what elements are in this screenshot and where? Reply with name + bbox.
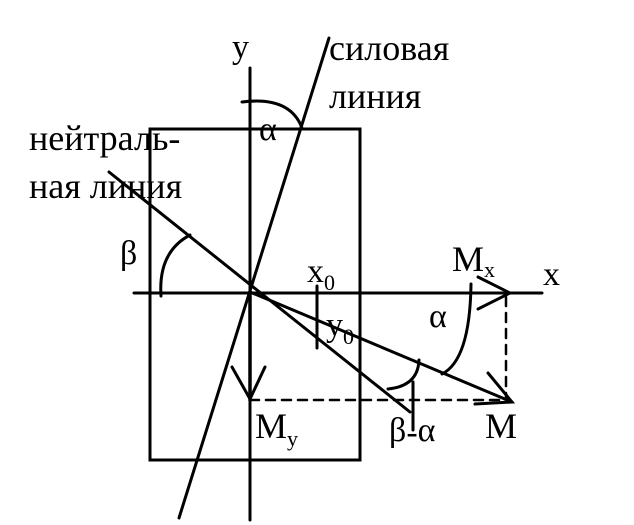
moment-vector-m xyxy=(248,290,514,404)
neutral-line-label-2: ная линия xyxy=(29,166,182,206)
mx-label-main: M xyxy=(452,239,484,279)
force-line xyxy=(177,36,331,520)
my-label-main: M xyxy=(255,406,287,446)
x-axis-label: x xyxy=(543,256,560,293)
force-line-label-1: силовая xyxy=(329,28,449,68)
alpha-top-label: α xyxy=(259,111,277,148)
y-axis-label: y xyxy=(232,29,249,66)
my-label-sub: y xyxy=(287,426,298,451)
beta-minus-alpha-arc xyxy=(386,358,421,391)
mx-label-sub: x xyxy=(484,257,495,282)
alpha-top-arc xyxy=(240,99,304,130)
alpha-right-arc xyxy=(440,282,473,376)
beta-minus-alpha-label: β-α xyxy=(389,412,436,451)
x0-label-sub: 0 xyxy=(324,270,335,295)
m-total-label: M xyxy=(485,406,517,446)
neutral-line-label-1: нейтраль- xyxy=(29,118,180,158)
y0-label-sub: 0 xyxy=(343,324,354,349)
beta-left-arc xyxy=(159,233,192,298)
beta-minus-alpha-dash: - xyxy=(406,414,417,451)
beta-minus-alpha-beta: β xyxy=(389,412,406,449)
x0-label: x0 xyxy=(307,253,335,295)
mx-label: Mx xyxy=(452,239,495,282)
alpha-right-label: α xyxy=(429,298,447,335)
beta-minus-alpha-alpha: α xyxy=(418,412,436,449)
moment-mx-arrowhead xyxy=(476,275,514,311)
x0-label-main: x xyxy=(307,253,324,290)
neutral-line xyxy=(107,170,412,414)
beta-left-label: β xyxy=(120,235,137,272)
y0-label-main: y xyxy=(326,307,343,344)
force-line-label-2: линия xyxy=(329,76,421,116)
y0-label: y0 xyxy=(326,307,354,349)
moment-m-arrowhead xyxy=(473,371,516,406)
my-label: My xyxy=(255,406,298,451)
